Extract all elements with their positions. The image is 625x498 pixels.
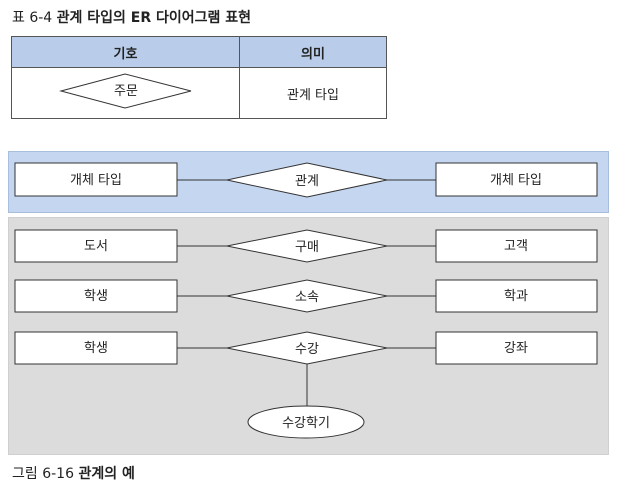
attribute-label: 수강학기 xyxy=(282,416,330,431)
entity-label: 학과 xyxy=(504,289,528,304)
legend-row: 주문 관계 타입 xyxy=(11,67,387,119)
relationship-diamond-symbol: 주문 xyxy=(59,73,192,109)
entity-label: 학생 xyxy=(84,289,108,304)
relationship-label: 관계 xyxy=(295,174,319,189)
relationship-diamond xyxy=(226,229,388,263)
example-row: 학생 소속 학과 xyxy=(14,279,598,313)
legend-header-row: 기호 의미 xyxy=(11,36,387,68)
figure-number: 그림 6-16 xyxy=(12,466,74,482)
entity-label: 개체 타입 xyxy=(490,173,542,188)
entity-box xyxy=(435,331,598,365)
entity-box xyxy=(435,279,598,313)
entity-box xyxy=(14,279,178,313)
figure-caption: 그림 6-16 관계의 예 xyxy=(12,463,135,483)
entity-box xyxy=(14,162,178,197)
relationship-label: 수강 xyxy=(295,342,319,357)
entity-box xyxy=(14,229,178,263)
table-title: 관계 타입의 ER 다이어그램 표현 xyxy=(56,10,252,26)
attribute-ellipse xyxy=(247,405,365,439)
relationship-diamond xyxy=(226,279,388,313)
example-row: 도서 구매 고객 xyxy=(14,229,598,263)
entity-box xyxy=(435,162,598,197)
table-caption: 표 6-4 관계 타입의 ER 다이어그램 표현 xyxy=(12,7,251,27)
entity-box xyxy=(435,229,598,263)
legend-symbol-cell: 주문 xyxy=(11,67,240,119)
relationship-label: 구매 xyxy=(295,240,319,255)
entity-label: 학생 xyxy=(84,341,108,356)
legend-symbol-label: 주문 xyxy=(114,84,138,99)
header-meaning: 의미 xyxy=(239,36,387,68)
notation-row: 개체 타입 관계 개체 타입 xyxy=(14,162,598,198)
relationship-diamond xyxy=(226,162,388,198)
legend-table: 기호 의미 주문 관계 타입 xyxy=(11,36,387,119)
entity-label: 고객 xyxy=(504,239,528,254)
figure-title: 관계의 예 xyxy=(78,466,135,482)
example-row: 학생 수강 강좌 수강학기 xyxy=(14,331,598,439)
entity-box xyxy=(14,331,178,365)
entity-label: 도서 xyxy=(84,239,108,254)
header-symbol: 기호 xyxy=(11,36,240,68)
entity-label: 개체 타입 xyxy=(70,173,122,188)
relationship-label: 소속 xyxy=(295,290,319,305)
legend-meaning-cell: 관계 타입 xyxy=(239,67,387,119)
relationship-diamond xyxy=(226,331,388,365)
entity-label: 강좌 xyxy=(504,341,528,356)
table-number: 표 6-4 xyxy=(12,10,53,26)
